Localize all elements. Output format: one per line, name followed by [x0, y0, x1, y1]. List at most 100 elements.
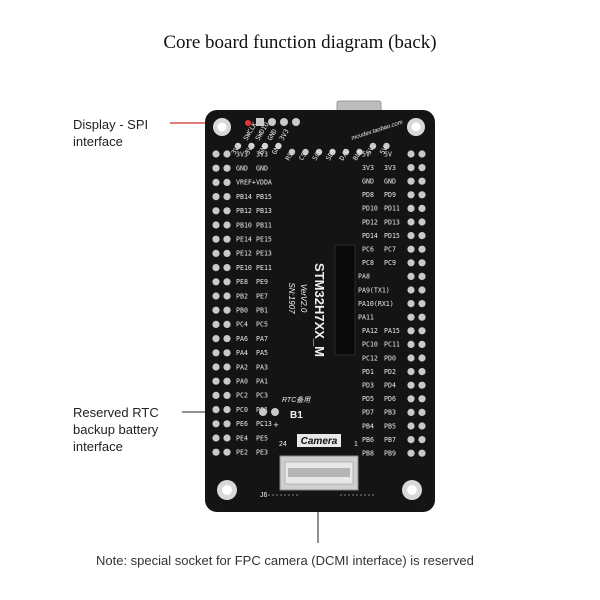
left-pad [223, 320, 231, 328]
right-pad [407, 191, 415, 199]
right-pin-label: PD10 [362, 205, 378, 213]
left-pad [212, 406, 220, 414]
left-pad [212, 448, 220, 456]
right-pin-label: PC6 [362, 246, 374, 254]
right-pad [407, 232, 415, 240]
left-pad [212, 363, 220, 371]
right-pad [407, 259, 415, 267]
right-pin-label: PD2 [384, 368, 396, 376]
chip-name-label: STM32H7XX_M [312, 263, 327, 357]
right-pad [418, 381, 426, 389]
right-pin-label: GND [384, 178, 396, 186]
right-pad [407, 177, 415, 185]
left-pad [223, 193, 231, 201]
right-pad [407, 313, 415, 321]
right-pad [418, 354, 426, 362]
right-pin-label: PA15 [384, 327, 400, 335]
left-pin-label: PA5 [256, 349, 268, 357]
right-pin-label: PD6 [384, 395, 396, 403]
left-pad [212, 178, 220, 186]
top-row-pads [234, 142, 390, 156]
left-pad [212, 349, 220, 357]
swd-header-pads [256, 118, 300, 126]
right-pad [407, 272, 415, 280]
left-pad [223, 391, 231, 399]
right-pin-label: 5V [362, 150, 370, 158]
right-pad [418, 327, 426, 335]
fpc-pin-start-label: 24 [279, 441, 287, 448]
right-pin-label: PD14 [362, 232, 378, 240]
fpc-pin-end-label: 1 [354, 441, 358, 448]
left-pin-label: PC3 [256, 392, 268, 400]
top-pad [383, 142, 390, 150]
right-pin-label: PD1 [362, 368, 374, 376]
right-pad [407, 218, 415, 226]
right-pin-label: PC10 [362, 341, 378, 349]
right-pad [418, 436, 426, 444]
right-pin-label: PD4 [384, 382, 396, 390]
left-pad [212, 150, 220, 158]
left-pin-label: PA2 [236, 363, 248, 371]
left-pin-label: PE12 [236, 250, 252, 258]
left-pin-label: PE2 [236, 449, 248, 457]
left-pad [212, 207, 220, 215]
left-pad [223, 178, 231, 186]
right-pin-label: PB3 [384, 409, 396, 417]
right-pad [418, 259, 426, 267]
right-pad [407, 204, 415, 212]
left-pin-label: PB14 [236, 193, 252, 201]
right-pad [407, 300, 415, 308]
left-pin-label: PE10 [236, 264, 252, 272]
top-pad [356, 148, 363, 156]
right-pad [407, 381, 415, 389]
right-pad [407, 408, 415, 416]
right-pad [407, 395, 415, 403]
left-pad [223, 420, 231, 428]
right-pin-label: PD0 [384, 354, 396, 362]
right-pin-label: PD7 [362, 409, 374, 417]
left-pin-label: PC2 [236, 392, 248, 400]
left-pin-label: PA3 [256, 363, 268, 371]
rtc-battery-footprint: - + B1 RTC备用 [259, 396, 311, 430]
right-pad [407, 327, 415, 335]
diagram-title: Core board function diagram (back) [163, 32, 437, 53]
top-pad [248, 142, 255, 150]
left-pin-label: 3V3 [236, 150, 248, 158]
right-pin-label: PB8 [362, 450, 374, 458]
left-pad [223, 434, 231, 442]
left-pin-label: PE6 [236, 420, 248, 428]
right-pad [407, 449, 415, 457]
right-pin-label: PD13 [384, 218, 400, 226]
left-pin-label: PB0 [236, 307, 248, 315]
left-pin-label: PB1 [256, 307, 268, 315]
battery-label: B1 [290, 410, 303, 421]
left-pad [223, 164, 231, 172]
left-pad [212, 193, 220, 201]
right-pad [418, 218, 426, 226]
rtc-label: RTC备用 [282, 396, 311, 404]
right-pad [407, 368, 415, 376]
left-pin-label: PB11 [256, 221, 272, 229]
right-pad [418, 204, 426, 212]
top-pad [275, 142, 282, 150]
right-pin-label: PA11 [358, 314, 374, 322]
left-pad [212, 377, 220, 385]
left-pin-label: PB2 [236, 292, 248, 300]
camera-label: Camera [301, 436, 338, 447]
right-pin-label: PA9(TX1) [358, 286, 390, 294]
left-pin-label: PC5 [256, 321, 268, 329]
left-pad [212, 391, 220, 399]
left-pad [212, 221, 220, 229]
left-pin-label: PC13 [256, 420, 272, 428]
top-pad [315, 148, 323, 156]
left-pin-label: PA7 [256, 335, 268, 343]
right-pad [418, 340, 426, 348]
right-pad [418, 286, 426, 294]
right-pin-label: PB5 [384, 422, 396, 430]
left-pin-label: PE13 [256, 250, 272, 258]
right-pad [418, 408, 426, 416]
right-pad [418, 245, 426, 253]
left-pin-label: PB10 [236, 221, 252, 229]
left-pin-label: PA6 [236, 335, 248, 343]
right-pad [407, 422, 415, 430]
